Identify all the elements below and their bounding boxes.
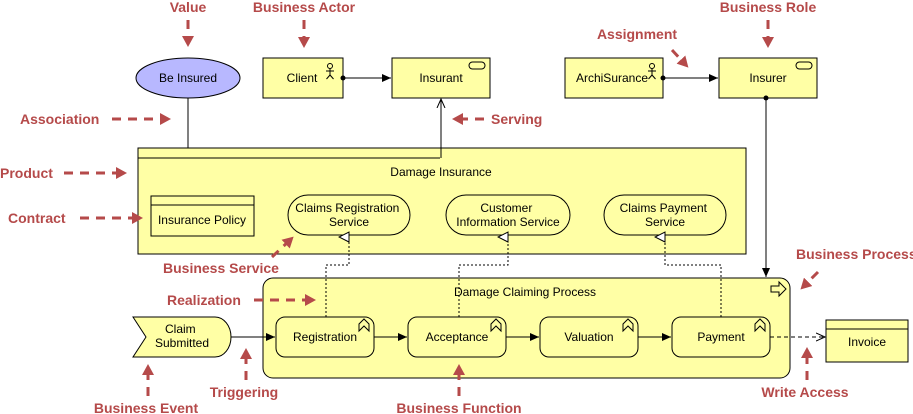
svg-text:Business Function: Business Function xyxy=(396,400,521,414)
svg-text:Serving: Serving xyxy=(491,111,542,127)
role-insurant[interactable]: Insurant xyxy=(391,57,491,99)
svg-text:Product: Product xyxy=(0,165,53,181)
annotation-serving: Serving xyxy=(452,111,542,127)
function-label: Valuation xyxy=(564,330,613,344)
function-label: Acceptance xyxy=(426,330,489,344)
service-claims-registration[interactable]: Claims Registration Service xyxy=(287,194,411,236)
svg-text:Business Actor: Business Actor xyxy=(253,0,356,15)
annotation-business-service: Business Service xyxy=(163,236,294,276)
process-arrow-icon xyxy=(770,280,787,298)
function-icon xyxy=(754,318,766,333)
event-claim-submitted[interactable]: Claim Submitted xyxy=(132,316,232,358)
annotation-assignment: Assignment xyxy=(597,26,689,68)
contract-insurance-policy[interactable]: Insurance Policy xyxy=(150,195,255,237)
annotation-triggering: Triggering xyxy=(210,348,278,400)
value-label: Be Insured xyxy=(159,71,217,85)
annotation-business-role: Business Role xyxy=(720,0,817,48)
invoice-label: Invoice xyxy=(848,335,886,349)
svg-text:Business Process: Business Process xyxy=(796,246,913,262)
svg-text:Association: Association xyxy=(20,111,99,127)
svg-text:Write Access: Write Access xyxy=(761,384,848,400)
service-customer-information[interactable]: Customer Information Service xyxy=(445,194,571,236)
annotation-association: Association xyxy=(20,111,171,127)
function-registration[interactable]: Registration xyxy=(275,316,375,358)
function-valuation[interactable]: Valuation xyxy=(539,316,639,358)
annotation-business-event: Business Event xyxy=(94,364,199,414)
svg-text:Contract: Contract xyxy=(8,210,66,226)
value-be-insured[interactable]: Be Insured xyxy=(135,57,241,99)
actor-icon xyxy=(648,63,656,80)
actor-client-label: Client xyxy=(287,71,318,85)
service-label: Claims Registration Service xyxy=(295,201,402,229)
annotation-product: Product xyxy=(0,165,127,181)
svg-text:Business Event: Business Event xyxy=(94,400,199,414)
role-insurant-label: Insurant xyxy=(419,71,463,85)
process-damage-claiming[interactable]: Damage Claiming Process xyxy=(262,277,791,379)
process-label: Damage Claiming Process xyxy=(454,285,596,299)
function-label: Registration xyxy=(293,330,357,344)
role-insurer[interactable]: Insurer xyxy=(718,57,818,99)
service-claims-payment[interactable]: Claims Payment Service xyxy=(603,194,727,236)
svg-text:Assignment: Assignment xyxy=(597,26,677,42)
annotation-business-function: Business Function xyxy=(396,364,522,414)
actor-archisurance-label: ArchiSurance xyxy=(576,71,648,85)
annotation-write-access: Write Access xyxy=(761,347,849,400)
service-label: Claims Payment Service xyxy=(620,201,711,229)
object-invoice[interactable]: Invoice xyxy=(825,319,909,363)
function-payment[interactable]: Payment xyxy=(671,316,771,358)
role-icon xyxy=(795,61,813,70)
annotation-contract: Contract xyxy=(8,210,143,226)
annotation-business-process: Business Process xyxy=(796,246,913,290)
realization-line xyxy=(665,237,722,317)
svg-text:Business Service: Business Service xyxy=(163,260,279,276)
function-icon xyxy=(358,318,370,333)
actor-archisurance[interactable]: ArchiSurance xyxy=(564,57,664,99)
realization-line xyxy=(458,237,509,317)
role-insurer-label: Insurer xyxy=(749,71,786,85)
annotation-business-actor: Business Actor xyxy=(253,0,356,48)
actor-icon xyxy=(326,63,334,80)
event-label: Claim Submitted xyxy=(155,322,209,350)
annotation-realization: Realization xyxy=(167,292,316,308)
svg-text:Business Role: Business Role xyxy=(720,0,817,15)
realization-line xyxy=(325,237,350,317)
annotation-value: Value xyxy=(170,0,207,47)
function-label: Payment xyxy=(697,330,745,344)
contract-label: Insurance Policy xyxy=(158,213,246,227)
function-acceptance[interactable]: Acceptance xyxy=(407,316,507,358)
svg-text:Value: Value xyxy=(170,0,207,15)
actor-client[interactable]: Client xyxy=(262,57,344,99)
product-label: Damage Insurance xyxy=(390,165,492,179)
role-icon xyxy=(468,61,486,70)
service-label: Customer Information Service xyxy=(456,201,560,229)
svg-text:Triggering: Triggering xyxy=(210,384,278,400)
svg-text:Realization: Realization xyxy=(167,292,241,308)
function-icon xyxy=(490,318,502,333)
function-icon xyxy=(622,318,634,333)
